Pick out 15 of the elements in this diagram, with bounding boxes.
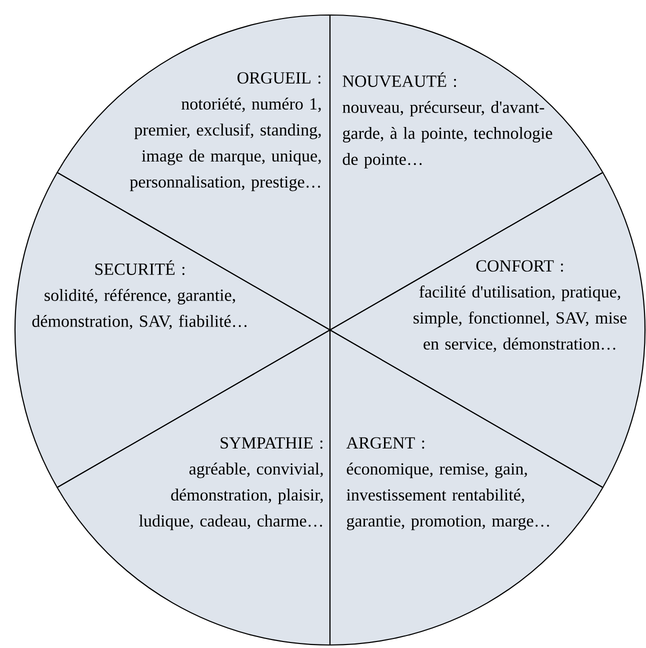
sector (14, 172, 331, 488)
sector-text: CONFORT : facilité d'utilisation, pratique, simple, fonctionnel, SAV, mise en service, démonstration… (414, 260, 627, 352)
sector-text: NOUVEAUTÉ : nouveau, précurseur, d'avant-garde, à la pointe, technologie de pointe… (342, 72, 552, 168)
sector (329, 172, 646, 488)
node-label: économique, remise, gain, investissement rentabilité, garantie, promotion, marge… (346, 462, 550, 530)
sector-text: ARGENT : économique, remise, gain, investissement rentabilité, garantie, promotion, marge… (346, 437, 549, 530)
sector-text: SECURITÉ : solidité, référence, garantie, démonstration, SAV, fiabilité… (32, 260, 246, 330)
sector (56, 329, 331, 646)
node-label: CONFORT : (476, 260, 563, 272)
node-label: ARGENT : (346, 437, 424, 449)
node-label: agréable, convivial, démonstration, plaisir, ludique, cadeau, charme… (139, 462, 323, 530)
sector-text: ORGUEIL : notoriété, numéro 1, premier, exclusif, standing, image de marque, unique, personnalisation, prestige… (130, 72, 321, 192)
node-label: facilité d'utilisation, pratique, simple, fonctionnel, SAV, mise en service, démonstration… (414, 285, 627, 352)
node-label: SYMPATHIE : (220, 437, 322, 449)
sector-text: SYMPATHIE : agréable, convivial, démonstration, plaisir, ludique, cadeau, charme… (139, 437, 323, 530)
